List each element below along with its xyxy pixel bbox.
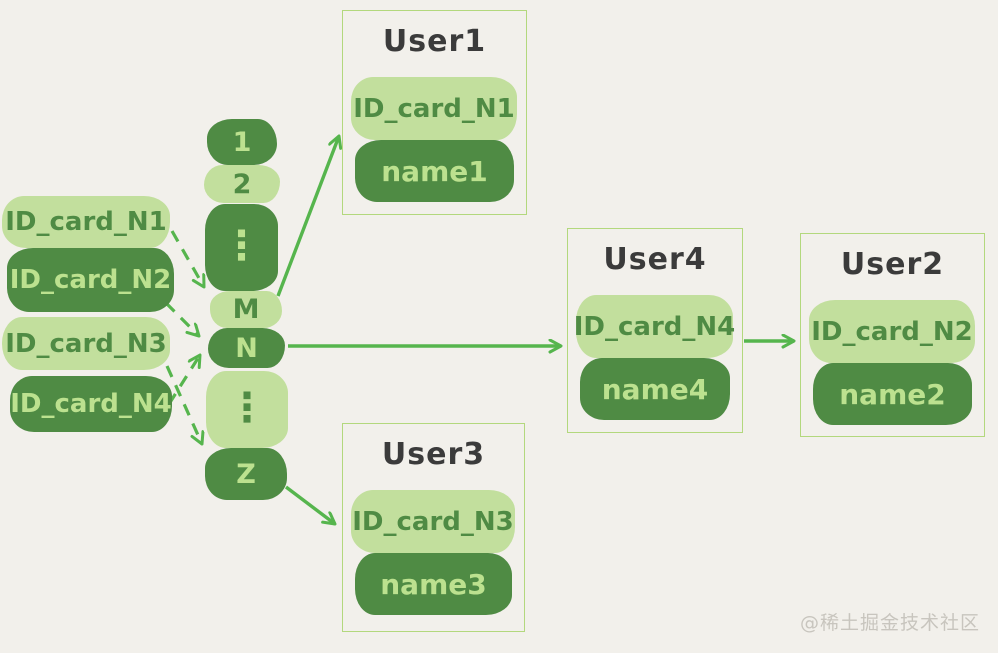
idcard-n2-pill: ID_card_N2	[7, 248, 174, 312]
user3-title: User3	[381, 437, 486, 472]
hash-slot-ellipsis-upper: ⋮	[205, 204, 278, 291]
idcard-n3-pill: ID_card_N3	[2, 317, 170, 370]
user1-idcard-pill: ID_card_N1	[351, 77, 517, 140]
user2-box: User2 ID_card_N2 name2	[800, 233, 985, 437]
user1-box: User1 ID_card_N1 name1	[342, 10, 527, 215]
dashed-arrow-idcardN1-to-slotM	[170, 230, 204, 287]
dashed-arrow-idcardN2-to-slotN	[164, 301, 199, 336]
user4-box: User4 ID_card_N4 name4	[567, 228, 743, 433]
watermark: @稀土掘金技术社区	[799, 612, 980, 634]
hash-slot-ellipsis-lower: ⋮	[206, 371, 288, 448]
idcard-n4-pill: ID_card_N4	[10, 376, 172, 432]
user3-name-pill: name3	[355, 553, 512, 615]
vertical-dots: ⋮	[221, 222, 262, 269]
solid-arrow-slotM-to-user1	[276, 136, 339, 297]
user2-idcard-pill: ID_card_N2	[809, 300, 975, 363]
hash-slot-z: Z	[205, 448, 287, 500]
hash-slot-n: N	[208, 328, 285, 368]
solid-arrow-slotZ-to-user3	[284, 485, 335, 524]
user2-title: User2	[840, 247, 945, 282]
hash-slot-2: 2	[204, 165, 280, 203]
user3-idcard-pill: ID_card_N3	[351, 490, 515, 553]
dashed-arrow-idcardN3-to-slotZ	[165, 365, 202, 444]
hash-slot-m: M	[210, 291, 282, 328]
dashed-arrow-idcardN4-to-slotN	[167, 355, 200, 405]
user2-name-pill: name2	[813, 363, 972, 425]
idcard-n1-pill: ID_card_N1	[2, 196, 170, 248]
user3-box: User3 ID_card_N3 name3	[342, 423, 525, 632]
vertical-dots: ⋮	[227, 384, 267, 431]
user4-name-pill: name4	[580, 358, 730, 420]
user1-title: User1	[382, 24, 487, 59]
user4-title: User4	[603, 242, 707, 277]
user1-name-pill: name1	[355, 140, 514, 202]
user4-idcard-pill: ID_card_N4	[574, 295, 735, 358]
hash-slot-1: 1	[207, 119, 277, 165]
